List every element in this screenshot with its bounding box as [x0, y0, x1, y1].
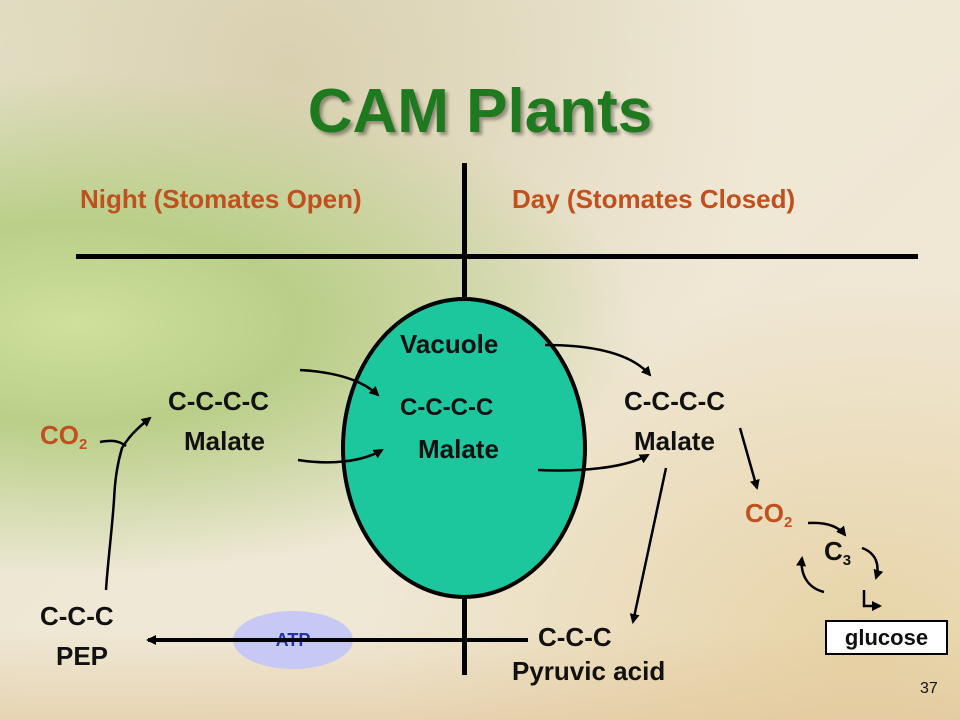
day-malate-formula: C-C-C-C: [624, 386, 726, 416]
arrow-c3-loop-right: [861, 546, 884, 580]
arrow-malate-to-co2: [738, 427, 760, 490]
co2-day: CO2: [745, 498, 793, 531]
background-fade: [0, 630, 960, 720]
c3-cycle-label: C3: [824, 536, 852, 569]
night-malate-name: Malate: [184, 426, 265, 456]
arrow-malate-to-vacuole-upper: [299, 368, 380, 397]
arrow-vacuole-malate-to-day: [537, 453, 650, 472]
arrow-pep-to-malate: [104, 416, 152, 591]
vacuole-ellipse: [341, 297, 587, 599]
pep-formula: C-C-C: [40, 601, 114, 631]
pep-name: PEP: [56, 641, 109, 671]
day-header: Day (Stomates Closed): [512, 184, 796, 214]
arrow-c3-loop-left: [796, 556, 825, 594]
glucose-box: glucose: [825, 620, 948, 655]
co2-night: CO2: [40, 420, 88, 453]
vacuole-label: Vacuole: [400, 329, 499, 359]
arrow-malate-to-pyruvic: [629, 467, 668, 624]
pyruvic-name: Pyruvic acid: [512, 656, 666, 686]
night-malate-formula: C-C-C-C: [168, 386, 270, 416]
glucose-label: glucose: [844, 624, 929, 650]
slide-title: CAM Plants: [307, 77, 653, 146]
vacuole-malate-formula: C-C-C-C: [400, 394, 494, 421]
arrow-co2-to-c3: [807, 521, 847, 537]
pyruvic-formula: C-C-C: [538, 622, 612, 652]
vacuole-malate-name: Malate: [418, 434, 499, 464]
page-number: 37: [920, 680, 938, 697]
arrow-malate-to-vacuole-lower: [297, 448, 384, 464]
co2-join-line: [99, 439, 127, 448]
night-header: Night (Stomates Open): [80, 184, 362, 214]
arrow-vacuole-to-day-malate: [544, 343, 652, 377]
horizontal-divider: [76, 254, 918, 259]
day-malate-name: Malate: [634, 426, 715, 456]
arrow-c3-to-glucose: [862, 590, 882, 611]
